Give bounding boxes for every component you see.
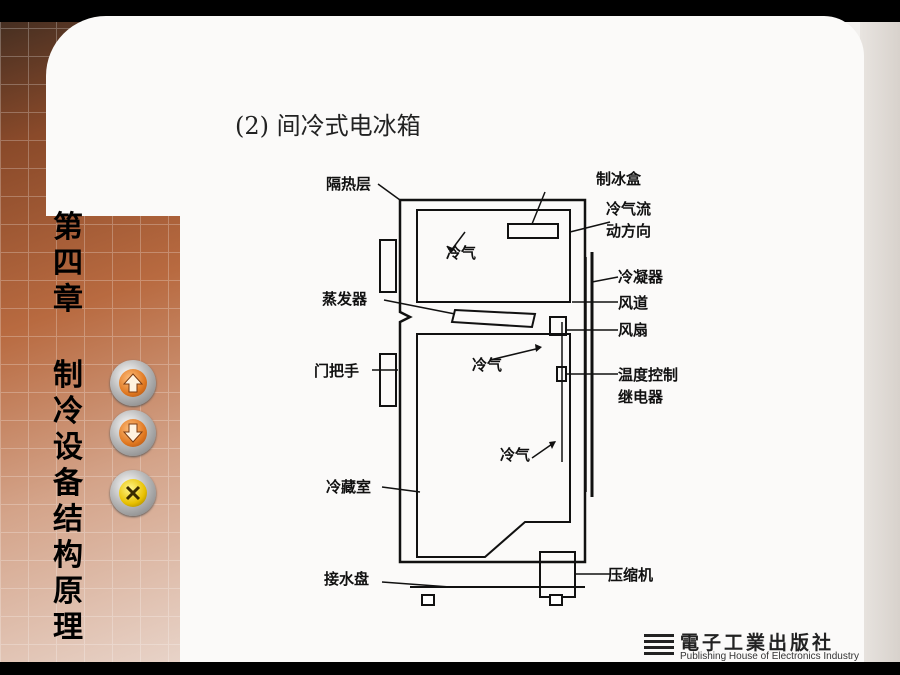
slide-subtitle: (2) 间冷式电冰箱 [235,112,421,140]
evaporator [450,308,537,329]
right-decor-edge [860,0,900,675]
publisher-name-cn: 電子工業出版社 [680,632,835,654]
content-card-main [180,165,864,662]
chapter-char: 制 [53,358,83,393]
chapter-char: 第 [53,210,83,245]
fridge-door-handle [379,353,397,407]
label-compressor: 压缩机 [608,566,653,584]
ice-box [507,223,559,239]
down-arrow-icon [122,423,144,443]
chapter-title: 第 四 章 制 冷 设 备 结 构 原 理 [52,210,84,646]
chapter-char: 备 [53,466,83,501]
chapter-char: 四 [53,246,83,281]
exit-icon [125,485,141,501]
fridge-foot-left [421,594,435,606]
label-condenser: 冷凝器 [618,268,664,286]
fan [549,316,567,336]
freezer-compartment [416,209,571,303]
next-slide-button[interactable] [110,410,156,456]
chapter-char: 原 [53,574,83,609]
compressor [539,551,576,598]
chapter-char: 冷 [53,394,83,429]
publisher-mark: 電子工業出版社 Publishing House of Electronics … [642,630,859,662]
bottom-band [0,662,900,675]
exit-button[interactable] [110,470,156,516]
fridge-outer-body [398,198,587,564]
label-door-handle: 门把手 [314,362,359,380]
chapter-char: 理 [53,610,83,645]
publisher-logo-icon [644,634,674,655]
label-fridge-room: 冷藏室 [326,478,371,496]
label-cold-air-top: 冷气 [446,244,476,262]
label-insulation: 隔热层 [326,175,371,193]
label-thermostat-1: 温度控制 [618,366,678,384]
label-thermostat-2: 继电器 [618,388,664,406]
label-cold-flow-2: 动方向 [606,222,651,240]
label-fan: 风扇 [618,321,648,339]
label-ice-box: 制冰盒 [596,170,642,188]
label-air-duct: 风道 [618,294,648,312]
label-cold-flow-1: 冷气流 [606,200,651,218]
fridge-foot-right [549,594,563,606]
refrigerator-diagram: 隔热层 制冰盒 冷气流 动方向 冷气 冷凝器 蒸发器 风道 风扇 冷气 门把手 … [314,170,678,606]
chapter-char: 构 [53,538,83,573]
up-arrow-icon [122,373,144,393]
label-drip-tray: 接水盘 [324,570,369,588]
chapter-char: 章 [53,282,83,317]
chapter-char: 结 [53,502,83,537]
freezer-door-handle [379,239,397,293]
fridge-compartment [416,333,571,558]
label-cold-air-low: 冷气 [500,446,530,464]
label-cold-air-mid: 冷气 [472,356,502,374]
label-evaporator: 蒸发器 [322,290,368,308]
previous-slide-button[interactable] [110,360,156,406]
publisher-name-en: Publishing House of Electronics Industry [680,651,859,662]
chapter-char: 设 [53,430,83,465]
